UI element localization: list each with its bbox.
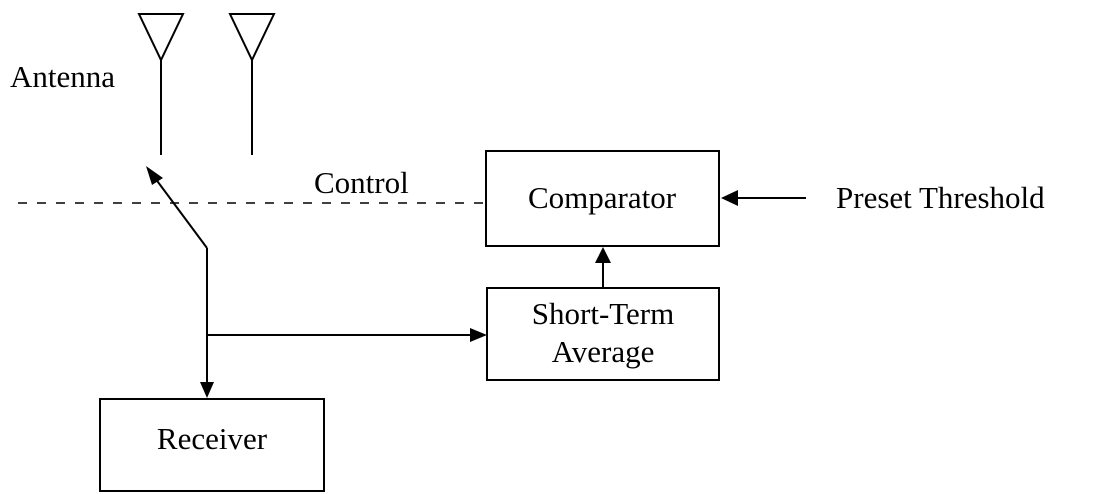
comparator-input-arrowhead xyxy=(595,247,611,263)
receiver-label: Receiver xyxy=(157,421,268,456)
receiver-block: Receiver xyxy=(99,398,325,492)
antenna-switch xyxy=(146,166,208,249)
receiver-input-arrowhead xyxy=(200,382,214,398)
short-term-label-line2: Average xyxy=(552,334,655,369)
comparator-block: Comparator xyxy=(485,150,720,247)
antenna-label: Antenna xyxy=(10,59,115,94)
average-input-arrowhead xyxy=(470,328,487,342)
comparator-box xyxy=(485,150,720,247)
switch-arm xyxy=(154,177,208,249)
switch-arrowhead xyxy=(146,166,163,185)
threshold-arrowhead xyxy=(721,190,738,206)
antenna-1-triangle xyxy=(137,13,185,63)
preset-threshold-label: Preset Threshold xyxy=(836,180,1045,215)
antenna-2-triangle xyxy=(228,13,276,63)
receiver-box xyxy=(99,398,325,492)
short-term-label-line1: Short-Term xyxy=(532,296,674,331)
control-label: Control xyxy=(314,165,409,200)
antenna-2 xyxy=(228,13,276,155)
comparator-label: Comparator xyxy=(528,180,677,215)
short-term-average-block: Short-Term Average xyxy=(486,287,720,381)
antenna-1 xyxy=(137,13,185,155)
